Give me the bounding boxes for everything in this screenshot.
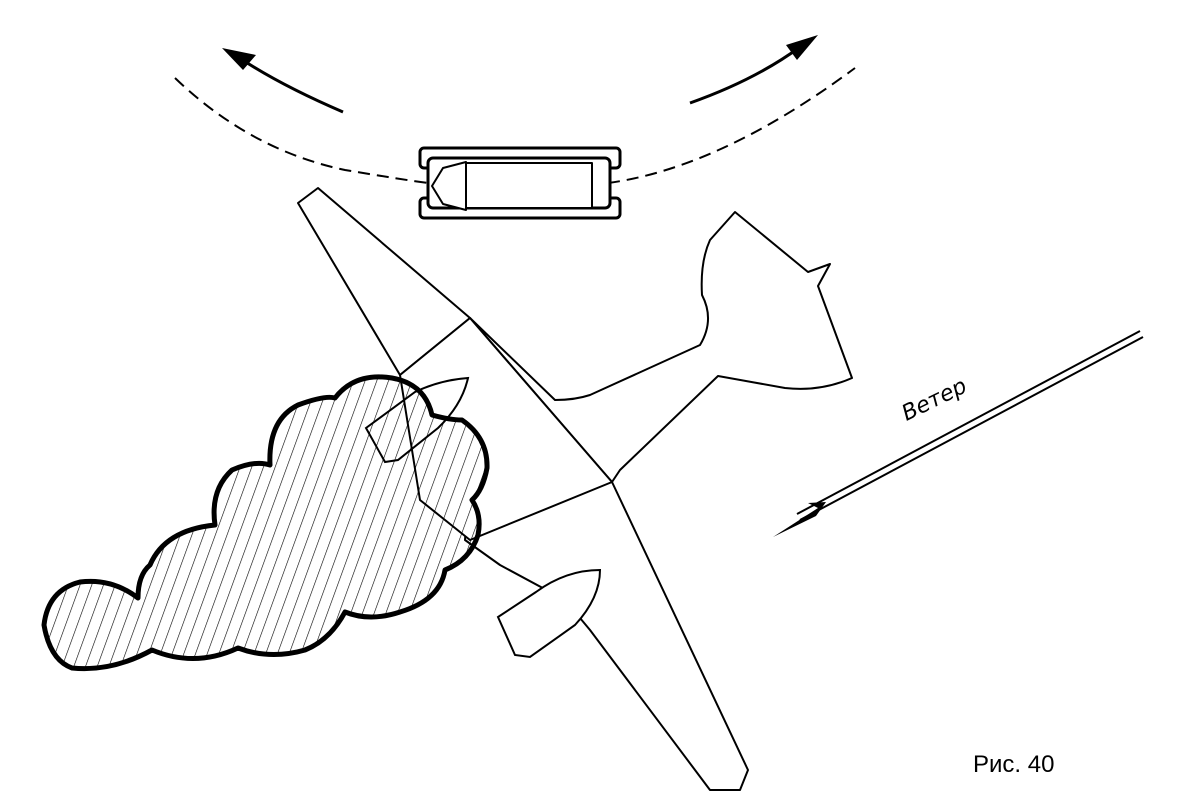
engine-nacelle-upper [364,376,470,464]
engine-nacelle-lower [496,568,602,659]
wind-arrow [773,330,1144,537]
fire-smoke-cloud [41,374,490,672]
figure-caption: Рис. 40 [973,751,1055,778]
fire-truck [418,146,622,220]
left-curved-arrow [222,48,344,114]
dashed-vehicle-path [174,67,856,184]
right-curved-arrow [689,35,818,105]
